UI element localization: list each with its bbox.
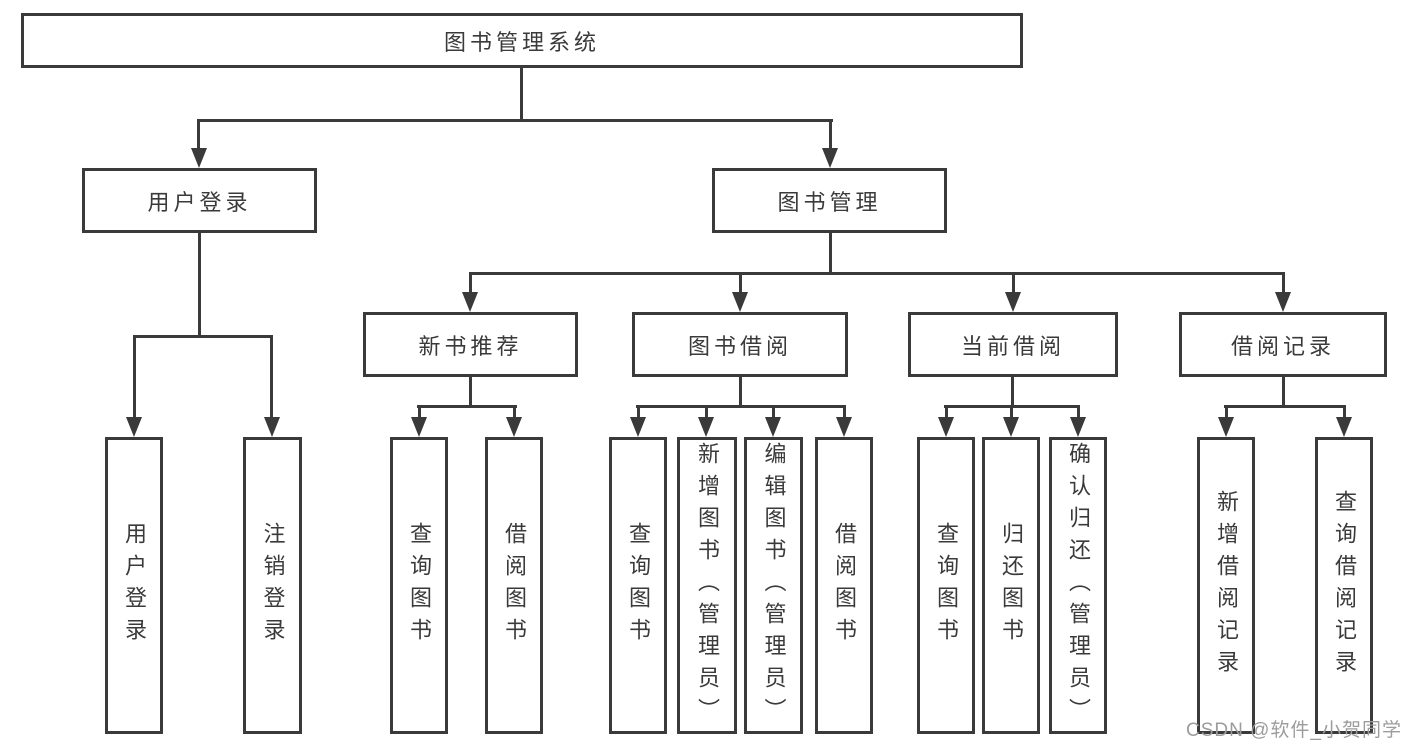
node-current-borrowing: 当前借阅 [908, 312, 1118, 377]
leaf-confirm-return-admin: 确认归还（管理员） [1049, 437, 1107, 734]
connector-line [270, 335, 273, 419]
connector-line [1225, 405, 1228, 419]
arrow-down-icon [1003, 417, 1019, 437]
connector-line [945, 405, 948, 419]
arrow-down-icon [1070, 417, 1086, 437]
leaf-query-borrow-record: 查询借阅记录 [1315, 437, 1373, 734]
connector-line [1282, 272, 1285, 294]
connector-line [133, 335, 273, 338]
csdn-watermark: CSDN @软件_小贺同学 [1186, 720, 1402, 741]
leaf-label: 借阅图书 [502, 521, 527, 650]
arrow-down-icon [822, 148, 838, 168]
connector-line [1011, 375, 1014, 407]
node-label: 用户登录 [147, 189, 252, 215]
connector-line [1012, 272, 1015, 294]
leaf-borrow-books-recommend: 借阅图书 [485, 437, 543, 734]
connector-line [1343, 405, 1346, 419]
leaf-edit-book-admin: 编辑图书（管理员） [744, 437, 803, 734]
connector-line [198, 231, 201, 337]
leaf-add-borrow-record: 新增借阅记录 [1197, 437, 1255, 734]
arrow-down-icon [732, 292, 748, 312]
connector-line [772, 405, 775, 419]
connector-line [1077, 405, 1080, 419]
arrow-down-icon [506, 417, 522, 437]
node-book-management: 图书管理 [712, 168, 947, 233]
leaf-label: 编辑图书（管理员） [761, 441, 787, 730]
arrow-down-icon [1336, 417, 1352, 437]
connector-line [705, 405, 708, 419]
arrow-down-icon [938, 417, 954, 437]
node-book-borrowing: 图书借阅 [632, 312, 848, 377]
leaf-query-books-borrowing: 查询图书 [609, 437, 667, 734]
connector-line [417, 405, 517, 408]
arrow-down-icon [264, 417, 280, 437]
connector-line [829, 231, 832, 274]
leaf-query-books-recommend: 查询图书 [390, 437, 448, 734]
node-borrow-records: 借阅记录 [1179, 312, 1387, 377]
connector-line [133, 335, 136, 419]
node-label: 图书借阅 [687, 333, 792, 359]
arrow-down-icon [765, 417, 781, 437]
arrow-down-icon [1005, 292, 1021, 312]
connector-line [739, 375, 742, 407]
leaf-logout: 注销登录 [243, 437, 302, 734]
leaf-label: 查询图书 [407, 521, 432, 650]
node-new-book-recommend: 新书推荐 [363, 312, 578, 377]
connector-line [469, 272, 1285, 275]
arrow-down-icon [411, 417, 427, 437]
leaf-return-book: 归还图书 [982, 437, 1040, 734]
leaf-label: 新增图书（管理员） [695, 441, 720, 730]
leaf-user-login: 用户登录 [105, 437, 163, 734]
leaf-add-book-admin: 新增图书（管理员） [677, 437, 737, 734]
connector-line [1010, 405, 1013, 419]
node-label: 当前借阅 [960, 333, 1065, 359]
arrow-down-icon [191, 148, 207, 168]
connector-line [843, 405, 846, 419]
node-label: 借阅记录 [1230, 333, 1335, 359]
connector-line [513, 405, 516, 419]
node-library-system: 图书管理系统 [21, 13, 1023, 68]
node-label: 新书推荐 [418, 333, 523, 359]
arrow-down-icon [462, 292, 478, 312]
connector-line [739, 272, 742, 294]
arrow-down-icon [126, 417, 142, 437]
node-label: 图书管理系统 [443, 29, 600, 55]
arrow-down-icon [630, 417, 646, 437]
leaf-label: 新增借阅记录 [1214, 489, 1239, 682]
connector-line [829, 119, 832, 150]
connector-line [418, 405, 421, 419]
connector-line [1224, 405, 1346, 408]
leaf-label: 注销登录 [260, 521, 286, 650]
connector-line [636, 405, 846, 408]
connector-line [637, 405, 640, 419]
connector-line [1282, 375, 1285, 407]
arrow-down-icon [836, 417, 852, 437]
leaf-label: 用户登录 [122, 521, 147, 650]
arrow-down-icon [698, 417, 714, 437]
node-user-login: 用户登录 [82, 168, 317, 233]
connector-line [197, 119, 200, 150]
arrow-down-icon [1275, 292, 1291, 312]
arrow-down-icon [1218, 417, 1234, 437]
leaf-query-books-current: 查询图书 [917, 437, 975, 734]
leaf-label: 确认归还（管理员） [1066, 441, 1091, 730]
leaf-label: 归还图书 [999, 521, 1024, 650]
connector-line [469, 272, 472, 294]
leaf-label: 查询图书 [626, 521, 651, 650]
connector-line [197, 119, 833, 122]
leaf-label: 查询图书 [934, 521, 959, 650]
connector-line [520, 65, 523, 122]
connector-line [469, 375, 472, 407]
leaf-borrow-books-borrowing: 借阅图书 [815, 437, 873, 734]
leaf-label: 查询借阅记录 [1332, 489, 1357, 682]
node-label: 图书管理 [777, 189, 882, 215]
leaf-label: 借阅图书 [832, 521, 857, 650]
